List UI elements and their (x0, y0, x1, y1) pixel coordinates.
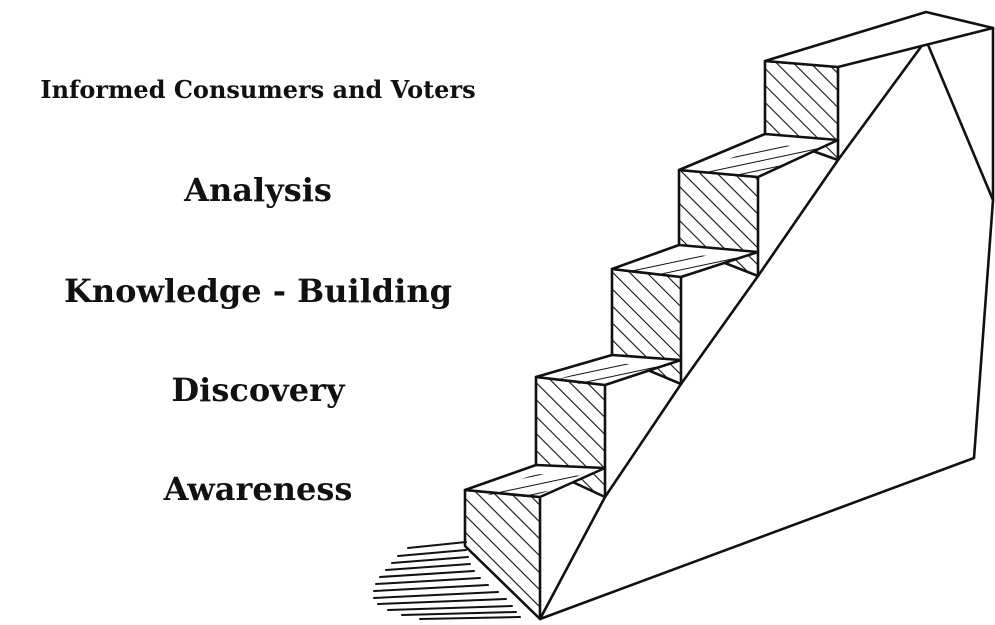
step-label-analysis: Analysis (184, 171, 332, 209)
step-labels: Informed Consumers and Voters Analysis K… (40, 75, 476, 508)
step-label-awareness: Awareness (163, 470, 353, 508)
step-label-knowledge-building: Knowledge - Building (64, 272, 452, 310)
step-label-informed-consumers-and-voters: Informed Consumers and Voters (40, 75, 476, 104)
shadow-strokes (373, 541, 521, 620)
step-label-discovery: Discovery (171, 371, 345, 409)
